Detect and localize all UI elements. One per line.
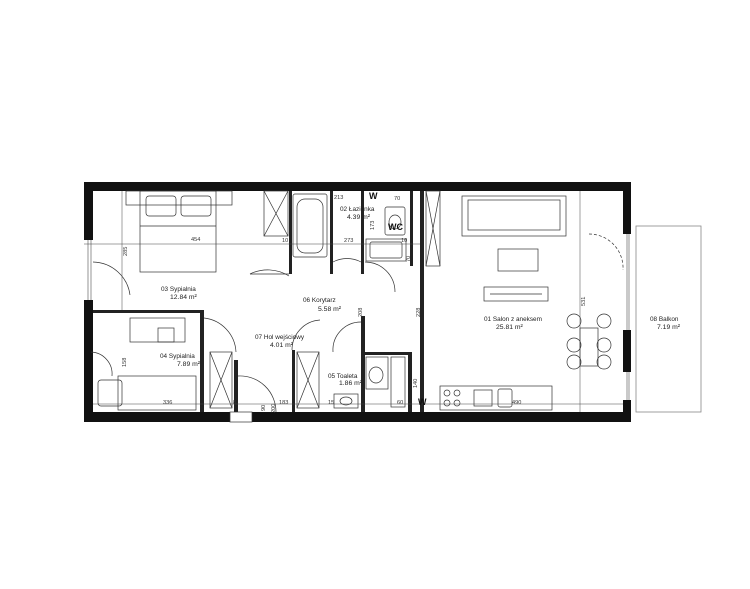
wardrobes bbox=[209, 190, 441, 409]
dim-454: 454 bbox=[191, 237, 200, 243]
room-labels: 02 Łazienka 4.39 m² 03 Sypialnia 12.84 m… bbox=[160, 206, 681, 387]
kitchen bbox=[439, 385, 553, 411]
dim-273: 273 bbox=[344, 238, 353, 244]
room-name-sypialnia3: 03 Sypialnia bbox=[161, 286, 196, 293]
interior-walls bbox=[93, 191, 424, 412]
room-area-sypialnia3: 12.84 m² bbox=[170, 294, 198, 301]
dim-10b: 10 bbox=[401, 238, 407, 244]
dim-285: 285 bbox=[123, 247, 129, 256]
dim-531: 531 bbox=[581, 297, 587, 306]
bedroom-furniture bbox=[97, 190, 233, 411]
room-area-korytarz: 5.58 m² bbox=[318, 306, 342, 313]
room-name-sypialnia4: 04 Sypialnia bbox=[160, 353, 195, 360]
room-area-balkon: 7.19 m² bbox=[657, 324, 681, 331]
room-area-lazienka: 4.39 m² bbox=[347, 214, 371, 221]
dim-213: 213 bbox=[334, 195, 343, 201]
ventilation-marker-w1: W bbox=[369, 191, 378, 201]
dim-90: 90 bbox=[261, 405, 267, 411]
balcony bbox=[635, 225, 702, 413]
dim-200: 200 bbox=[271, 404, 277, 413]
dim-158: 158 bbox=[122, 358, 128, 367]
dim-70b: 70 bbox=[406, 256, 412, 262]
dim-228: 228 bbox=[416, 308, 422, 317]
dim-15: 15 bbox=[328, 400, 334, 406]
dim-10a: 10 bbox=[282, 238, 288, 244]
outer-walls bbox=[84, 182, 631, 422]
windows bbox=[87, 234, 630, 400]
dimension-labels: 454 213 70 10 273 10 336 8 183 15 60 490… bbox=[122, 195, 587, 413]
room-name-hol: 07 Hol wejściowy bbox=[255, 334, 305, 341]
dim-140: 140 bbox=[413, 379, 419, 388]
bathroom-fixtures bbox=[292, 193, 407, 409]
room-area-sypialnia4: 7.89 m² bbox=[177, 361, 201, 368]
dim-183: 183 bbox=[279, 400, 288, 406]
dim-336: 336 bbox=[163, 400, 172, 406]
dim-8: 8 bbox=[233, 400, 236, 406]
markers: W WC W bbox=[369, 191, 427, 407]
room-name-toaleta: 05 Toaleta bbox=[328, 373, 358, 380]
wc-marker: WC bbox=[388, 222, 403, 232]
dim-490: 490 bbox=[512, 400, 521, 406]
room-area-hol: 4.01 m² bbox=[270, 342, 294, 349]
dim-173: 173 bbox=[370, 221, 376, 230]
room-name-korytarz: 06 Korytarz bbox=[303, 297, 336, 304]
dim-60: 60 bbox=[397, 400, 403, 406]
dim-208a: 208 bbox=[358, 308, 364, 317]
doors bbox=[90, 233, 624, 423]
room-area-toaleta: 1.86 m² bbox=[339, 380, 363, 387]
room-name-balkon: 08 Balkon bbox=[650, 316, 679, 323]
dim-70: 70 bbox=[394, 196, 400, 202]
ventilation-marker-w2: W bbox=[418, 397, 427, 407]
room-area-salon: 25.81 m² bbox=[496, 324, 524, 331]
dimension-lines bbox=[84, 191, 623, 412]
living-furniture bbox=[461, 195, 612, 370]
room-name-lazienka: 02 Łazienka bbox=[340, 206, 375, 213]
room-name-salon: 01 Salon z aneksem bbox=[484, 316, 542, 323]
